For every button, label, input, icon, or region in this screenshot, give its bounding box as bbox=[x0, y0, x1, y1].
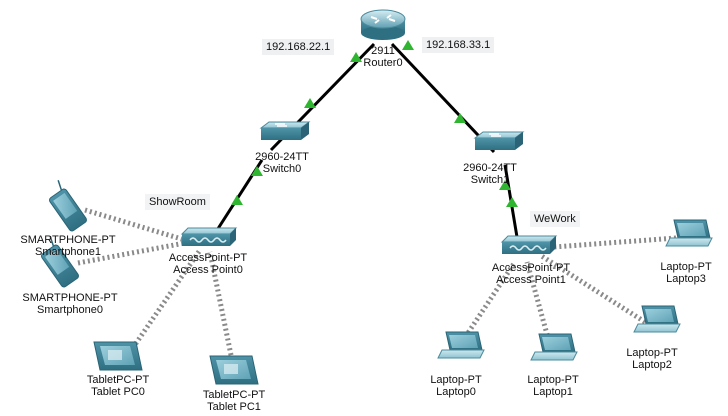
smartphone0-device[interactable] bbox=[35, 236, 80, 288]
laptop-icon bbox=[437, 331, 485, 359]
access-point0-name: Access Point0 bbox=[173, 264, 243, 276]
switch1-label: 2960-24TT Switch1 bbox=[463, 162, 517, 186]
wireless-ap0-tablet0 bbox=[127, 248, 203, 354]
area-label-showroom: ShowRoom bbox=[145, 194, 210, 210]
switch0-name: Switch0 bbox=[262, 163, 302, 175]
status-up-icon bbox=[454, 113, 466, 123]
switch0-model: 2960-24TT bbox=[255, 151, 309, 163]
tablet1-model: TabletPC-PT bbox=[202, 389, 266, 401]
router0-device[interactable] bbox=[360, 9, 406, 40]
link-router0-switch1[interactable] bbox=[390, 42, 496, 154]
laptop2-device[interactable] bbox=[633, 305, 681, 333]
switch0-device[interactable] bbox=[259, 121, 311, 140]
smartphone0-label: SMARTPHONE-PT Smartphone0 bbox=[22, 292, 117, 316]
access-point1-device[interactable] bbox=[500, 235, 558, 254]
wireless-ap0-tablet1 bbox=[207, 251, 235, 361]
wireless-ap0-smartphone0 bbox=[77, 240, 186, 266]
smartphone1-name: Smartphone1 bbox=[34, 246, 102, 258]
smartphone0-model: SMARTPHONE-PT bbox=[22, 292, 118, 304]
area-label-wework: WeWork bbox=[530, 211, 580, 227]
smartphone1-device[interactable] bbox=[43, 180, 88, 232]
smartphone0-name: Smartphone0 bbox=[36, 304, 104, 316]
laptop0-model: Laptop-PT bbox=[430, 374, 482, 386]
laptop1-label: Laptop-PT Laptop1 bbox=[527, 374, 578, 398]
status-up-icon bbox=[499, 180, 511, 190]
laptop-icon bbox=[530, 333, 578, 361]
switch0-label: 2960-24TT Switch0 bbox=[255, 151, 309, 175]
access-point1-name: Access Point1 bbox=[496, 274, 566, 286]
laptop3-label: Laptop-PT Laptop3 bbox=[660, 261, 711, 285]
status-up-icon bbox=[231, 195, 243, 205]
smartphone-icon bbox=[41, 236, 79, 288]
tablet0-device[interactable] bbox=[93, 341, 143, 371]
wireless-ap1-laptop1 bbox=[524, 261, 553, 346]
wired-links bbox=[210, 42, 520, 244]
switch1-device[interactable] bbox=[473, 131, 525, 150]
switch1-model: 2960-24TT bbox=[463, 162, 517, 174]
tablet0-name: Tablet PC0 bbox=[91, 386, 145, 398]
status-up-icon bbox=[350, 52, 362, 62]
laptop1-name: Laptop1 bbox=[533, 386, 573, 398]
router-icon bbox=[360, 9, 406, 40]
access-point-icon bbox=[500, 235, 558, 254]
laptop1-device[interactable] bbox=[530, 333, 578, 361]
status-up-icon bbox=[402, 40, 414, 50]
router0-left-ip-label: 192.168.22.1 bbox=[262, 39, 335, 55]
access-point0-label: AccessPoint-PT Access Point0 bbox=[169, 252, 247, 276]
router0-label: 2911 Router0 bbox=[363, 45, 402, 69]
tablet1-name: Tablet PC1 bbox=[207, 401, 261, 413]
laptop-icon bbox=[633, 305, 681, 333]
status-up-icon bbox=[304, 98, 316, 108]
switch-icon bbox=[259, 121, 311, 140]
laptop0-label: Laptop-PT Laptop0 bbox=[430, 374, 481, 398]
laptop2-name: Laptop2 bbox=[632, 359, 672, 371]
smartphone1-model: SMARTPHONE-PT bbox=[20, 234, 116, 246]
tablet1-label: TabletPC-PT Tablet PC1 bbox=[203, 389, 265, 413]
router0-model: 2911 bbox=[371, 45, 395, 57]
tablet1-device[interactable] bbox=[209, 355, 259, 385]
access-point-icon bbox=[180, 227, 238, 246]
access-point1-label: AccessPoint-PT Access Point1 bbox=[492, 262, 570, 286]
laptop0-name: Laptop0 bbox=[436, 386, 476, 398]
laptop-icon bbox=[665, 219, 713, 247]
tablet0-model: TabletPC-PT bbox=[86, 374, 150, 386]
router0-right-ip-label: 192.168.33.1 bbox=[422, 37, 495, 53]
status-up-icon bbox=[506, 197, 518, 207]
laptop2-model: Laptop-PT bbox=[626, 347, 678, 359]
access-point1-model: AccessPoint-PT bbox=[491, 262, 571, 274]
smartphone-icon bbox=[49, 180, 87, 232]
router0-name: Router0 bbox=[363, 57, 403, 69]
switch1-name: Switch1 bbox=[470, 174, 510, 186]
tablet-icon bbox=[93, 341, 143, 371]
switch-icon bbox=[473, 131, 525, 150]
smartphone1-label: SMARTPHONE-PT Smartphone1 bbox=[20, 234, 115, 258]
laptop3-name: Laptop3 bbox=[666, 273, 706, 285]
wireless-ap1-laptop3 bbox=[539, 235, 677, 251]
laptop1-model: Laptop-PT bbox=[527, 374, 579, 386]
wireless-links bbox=[77, 207, 677, 361]
access-point0-model: AccessPoint-PT bbox=[168, 252, 248, 264]
tablet-icon bbox=[209, 355, 259, 385]
wireless-ap1-laptop0 bbox=[457, 260, 518, 347]
link-status-indicators bbox=[231, 40, 518, 207]
laptop2-label: Laptop-PT Laptop2 bbox=[626, 347, 677, 371]
laptop0-device[interactable] bbox=[437, 331, 485, 359]
status-up-icon bbox=[251, 166, 263, 176]
laptop3-model: Laptop-PT bbox=[660, 261, 712, 273]
access-point0-device[interactable] bbox=[180, 227, 238, 246]
laptop3-device[interactable] bbox=[665, 219, 713, 247]
wireless-ap1-laptop2 bbox=[538, 252, 647, 325]
tablet0-label: TabletPC-PT Tablet PC0 bbox=[87, 374, 149, 398]
